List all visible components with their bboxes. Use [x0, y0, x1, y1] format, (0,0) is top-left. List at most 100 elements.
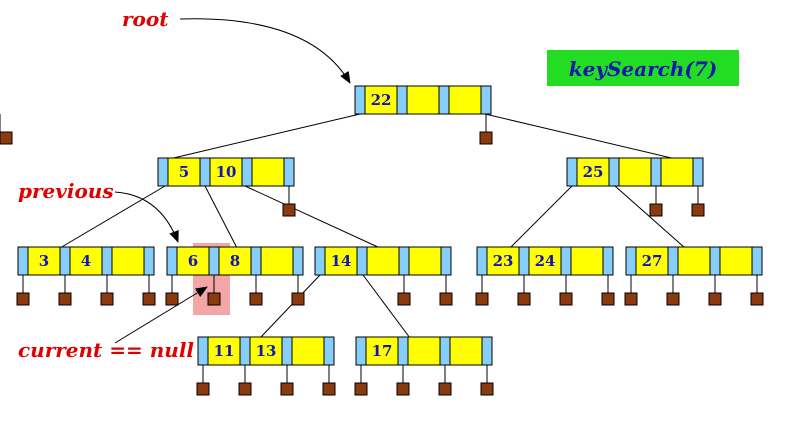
key-cell: [364, 85, 398, 115]
key-cell: [251, 157, 285, 187]
pointer-cell: [566, 157, 578, 187]
key-cell: [365, 336, 399, 366]
node-leaf7: 17: [354, 336, 494, 396]
node-key: 24: [535, 252, 556, 270]
current-label: current == null: [18, 338, 194, 362]
key-cell: [677, 246, 711, 276]
pointer-cell: [17, 246, 29, 276]
key-cell: [576, 157, 610, 187]
null-pointer-icon: [354, 382, 368, 396]
key-cell: [69, 246, 103, 276]
node-key: 23: [493, 252, 514, 270]
pointer-cell: [356, 246, 368, 276]
node-key: 4: [81, 252, 91, 270]
pointer-cell: [480, 85, 492, 115]
key-cell: [660, 157, 694, 187]
node-left: 5 10: [157, 157, 296, 217]
pointer-cell: [292, 246, 304, 276]
null-pointer-icon: [100, 292, 114, 306]
key-cell: [167, 157, 201, 187]
null-pointer-icon: [207, 292, 221, 306]
tree-edges: [59, 113, 686, 339]
null-pointer-icon: [396, 382, 410, 396]
pointer-cell: [602, 246, 614, 276]
pointer-cell: [438, 85, 450, 115]
key-cell: [209, 157, 243, 187]
pointer-cell: [398, 246, 410, 276]
title-background: [547, 50, 739, 86]
null-pointer-icon: [649, 203, 663, 217]
pointer-cell: [667, 246, 679, 276]
node-key: 14: [331, 252, 352, 270]
node-key: 22: [371, 91, 392, 109]
root-arrow-icon: [179, 18, 351, 84]
key-cell: [27, 246, 61, 276]
pointer-cell: [241, 157, 253, 187]
null-pointer-icon: [238, 382, 252, 396]
null-pointer-icon: [517, 292, 531, 306]
pointer-cell: [518, 246, 530, 276]
pointer-cell: [281, 336, 293, 366]
pointer-cell: [197, 336, 209, 366]
null-pointer-icon: [559, 292, 573, 306]
title-text: keySearch(7): [569, 57, 717, 81]
pointer-cell: [239, 336, 251, 366]
pointer-cell: [439, 336, 451, 366]
null-pointer-icon: [708, 292, 722, 306]
node-key: 5: [179, 163, 189, 181]
key-cell: [448, 85, 482, 115]
pointer-cell: [440, 246, 452, 276]
pointer-cell: [323, 336, 335, 366]
pointer-cell: [608, 157, 620, 187]
pointer-cell: [59, 246, 71, 276]
key-cell: [111, 246, 145, 276]
key-cell: [291, 336, 325, 366]
null-pointer-icon: [165, 292, 179, 306]
pointer-cell: [208, 246, 220, 276]
pointer-cell: [314, 246, 326, 276]
pointer-cell: [101, 246, 113, 276]
node-key: 25: [583, 163, 604, 181]
null-pointer-icon: [249, 292, 263, 306]
key-cell: [406, 85, 440, 115]
null-pointer-icon: [280, 382, 294, 396]
key-cell: [260, 246, 294, 276]
pointer-cell: [751, 246, 763, 276]
pointer-cell: [354, 85, 366, 115]
null-pointer-icon: [624, 292, 638, 306]
null-pointer-icon: [397, 292, 411, 306]
key-cell: [407, 336, 441, 366]
null-pointer-icon: [750, 292, 764, 306]
pointer-cell: [397, 336, 409, 366]
key-cell: [218, 246, 252, 276]
pointer-cell: [355, 336, 367, 366]
node-key: 8: [230, 252, 240, 270]
key-cell: [719, 246, 753, 276]
pointer-cell: [709, 246, 721, 276]
null-pointer-icon: [439, 292, 453, 306]
pointer-cell: [143, 246, 155, 276]
pointer-cell: [560, 246, 572, 276]
node-leaf3: 14: [314, 246, 453, 306]
node-key: 3: [39, 252, 49, 270]
pointer-cell: [625, 246, 637, 276]
node-leaf5: 27: [624, 246, 764, 306]
pointer-cell: [692, 157, 704, 187]
previous-label: previous: [18, 179, 114, 203]
pointer-cell: [157, 157, 169, 187]
key-cell: [618, 157, 652, 187]
null-pointer-icon: [16, 292, 30, 306]
null-pointer-icon: [438, 382, 452, 396]
null-pointer-icon: [58, 292, 72, 306]
null-pointer-icon: [282, 203, 296, 217]
title-box: keySearch(7): [547, 50, 739, 86]
null-pointer-icon: [480, 382, 494, 396]
node-leaf4: 23 24: [475, 246, 615, 306]
previous-arrow-icon: [114, 191, 179, 243]
node-key: 10: [216, 163, 237, 181]
pointer-cell: [250, 246, 262, 276]
current-arrow-icon: [114, 286, 208, 344]
